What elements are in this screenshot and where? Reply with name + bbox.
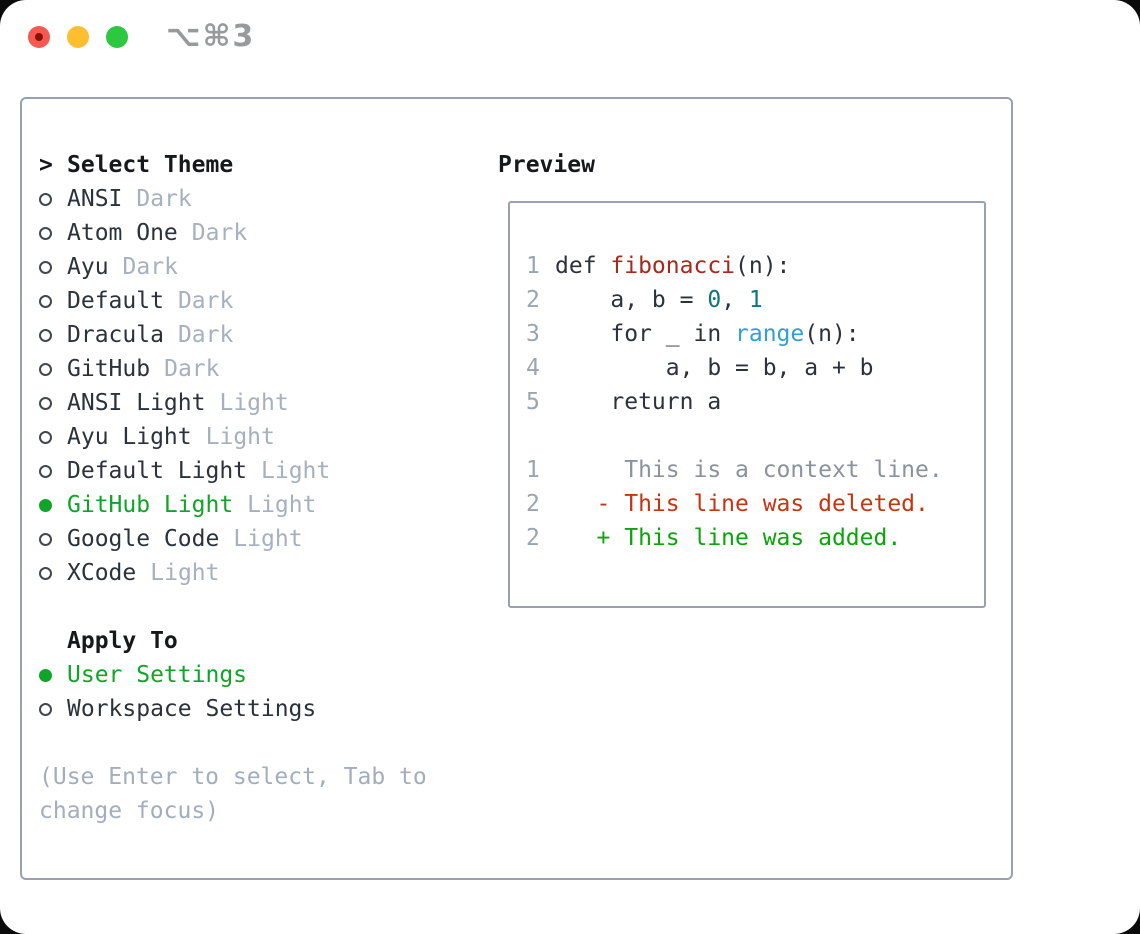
theme-variant-tag: Light	[261, 458, 331, 484]
line-number: 4	[526, 355, 540, 381]
radio-unselected-icon	[39, 464, 52, 478]
close-button[interactable]	[28, 26, 50, 48]
radio-unselected-icon	[39, 226, 52, 240]
code-text: + This line was added.	[555, 525, 902, 551]
code-line: 2 a, b = 0, 1	[526, 283, 984, 317]
radio-unselected-icon	[39, 396, 52, 410]
radio-selected-icon	[39, 498, 52, 512]
apply-to-heading: Apply To	[39, 624, 316, 658]
theme-variant-tag: Dark	[164, 356, 220, 382]
apply-option-workspace-settings[interactable]: Workspace Settings	[39, 692, 316, 726]
theme-option-google-code-light[interactable]: Google Code Light	[39, 522, 330, 556]
line-number: 2	[526, 491, 540, 517]
radio-unselected-icon	[39, 702, 52, 716]
theme-dialog-panel: > Select Theme ANSI Dark Atom One Dark Ay…	[20, 97, 1013, 880]
radio-unselected-icon	[39, 362, 52, 376]
code-line: 5 return a	[526, 385, 984, 419]
code-text: - This line was deleted.	[555, 491, 929, 517]
code-line: 2 + This line was added.	[526, 521, 984, 555]
cursor-icon: >	[39, 152, 53, 178]
code-line: 2 - This line was deleted.	[526, 487, 984, 521]
maximize-button[interactable]	[106, 26, 128, 48]
code-line: 1 This is a context line.	[526, 453, 984, 487]
theme-option-github-light[interactable]: GitHub Light Light	[39, 488, 330, 522]
theme-variant-tag: Light	[233, 526, 303, 552]
theme-variant-tag: Light	[247, 492, 317, 518]
theme-option-ansi-dark[interactable]: ANSI Dark	[39, 182, 330, 216]
theme-variant-tag: Light	[150, 560, 220, 586]
apply-to-heading-label: Apply To	[67, 628, 178, 654]
hint-line-2: change focus)	[39, 798, 220, 824]
theme-option-ayu-dark[interactable]: Ayu Dark	[39, 250, 330, 284]
apply-option-user-settings[interactable]: User Settings	[39, 658, 316, 692]
radio-unselected-icon	[39, 532, 52, 546]
theme-name: Dracula	[67, 322, 164, 348]
theme-name: GitHub	[67, 356, 151, 382]
theme-variant-tag: Dark	[177, 322, 234, 348]
theme-option-dracula-dark[interactable]: Dracula Dark	[39, 318, 330, 352]
line-number: 5	[526, 389, 540, 415]
line-number: 3	[526, 321, 540, 347]
line-number: 1	[526, 457, 540, 483]
theme-name: XCode	[67, 560, 137, 586]
apply-to-section: Apply To User Settings Workspace Setting…	[39, 624, 316, 726]
theme-variant-tag: Dark	[191, 220, 248, 246]
theme-option-xcode-light[interactable]: XCode Light	[39, 556, 330, 590]
preview-heading: Preview	[498, 152, 595, 178]
radio-unselected-icon	[39, 294, 52, 308]
theme-name: Google Code	[67, 526, 220, 552]
theme-name: ANSI Light	[67, 390, 206, 416]
theme-variant-tag: Dark	[136, 186, 192, 212]
theme-variant-tag: Dark	[122, 254, 178, 280]
code-text: This is a context line.	[555, 457, 943, 483]
theme-variant-tag: Light	[205, 424, 275, 450]
code-line: 3 for _ in range(n):	[526, 317, 984, 351]
code-line: 1 def fibonacci(n):	[526, 249, 984, 283]
theme-picker-heading-label: Select Theme	[67, 152, 234, 178]
theme-name: Default	[67, 288, 164, 314]
code-line: 4 a, b = b, a + b	[526, 351, 984, 385]
code-line	[526, 419, 984, 453]
radio-unselected-icon	[39, 430, 52, 444]
radio-unselected-icon	[39, 192, 52, 206]
theme-option-github-dark[interactable]: GitHub Dark	[39, 352, 330, 386]
radio-selected-icon	[39, 668, 52, 682]
line-number: 2	[526, 287, 540, 313]
code-text: return a	[555, 389, 722, 415]
code-text: for _ in range(n):	[555, 321, 860, 347]
theme-picker-heading: > Select Theme	[39, 148, 330, 182]
code-text: a, b = 0, 1	[555, 287, 763, 313]
line-number: 1	[526, 253, 540, 279]
line-number: 2	[526, 525, 540, 551]
radio-unselected-icon	[39, 566, 52, 580]
theme-name: Ayu Light	[67, 424, 192, 450]
theme-option-default-light[interactable]: Default Light Light	[39, 454, 330, 488]
theme-name: Ayu	[67, 254, 109, 280]
minimize-button[interactable]	[67, 26, 89, 48]
hint-text: (Use Enter to select, Tab to change focu…	[39, 760, 427, 828]
apply-option-label: Workspace Settings	[67, 696, 317, 722]
theme-list: > Select Theme ANSI Dark Atom One Dark Ay…	[39, 148, 330, 590]
keyboard-shortcut-label: ⌥⌘3	[166, 19, 256, 54]
code-text: a, b = b, a + b	[555, 355, 874, 381]
theme-name: Atom One	[67, 220, 178, 246]
theme-variant-tag: Light	[219, 390, 289, 416]
title-bar: ⌥⌘3	[0, 0, 1140, 70]
radio-unselected-icon	[39, 328, 52, 342]
theme-option-atom-one-dark[interactable]: Atom One Dark	[39, 216, 330, 250]
theme-name: ANSI	[67, 186, 123, 212]
theme-variant-tag: Dark	[177, 288, 234, 314]
apply-option-label: User Settings	[67, 662, 248, 688]
radio-unselected-icon	[39, 260, 52, 274]
theme-option-ayu-light[interactable]: Ayu Light Light	[39, 420, 330, 454]
theme-name: Default Light	[67, 458, 248, 484]
theme-name: GitHub Light	[67, 492, 234, 518]
hint-line-1: (Use Enter to select, Tab to	[39, 764, 427, 790]
code-text: def fibonacci(n):	[555, 253, 791, 279]
theme-option-default-dark[interactable]: Default Dark	[39, 284, 330, 318]
theme-option-ansi-light[interactable]: ANSI Light Light	[39, 386, 330, 420]
